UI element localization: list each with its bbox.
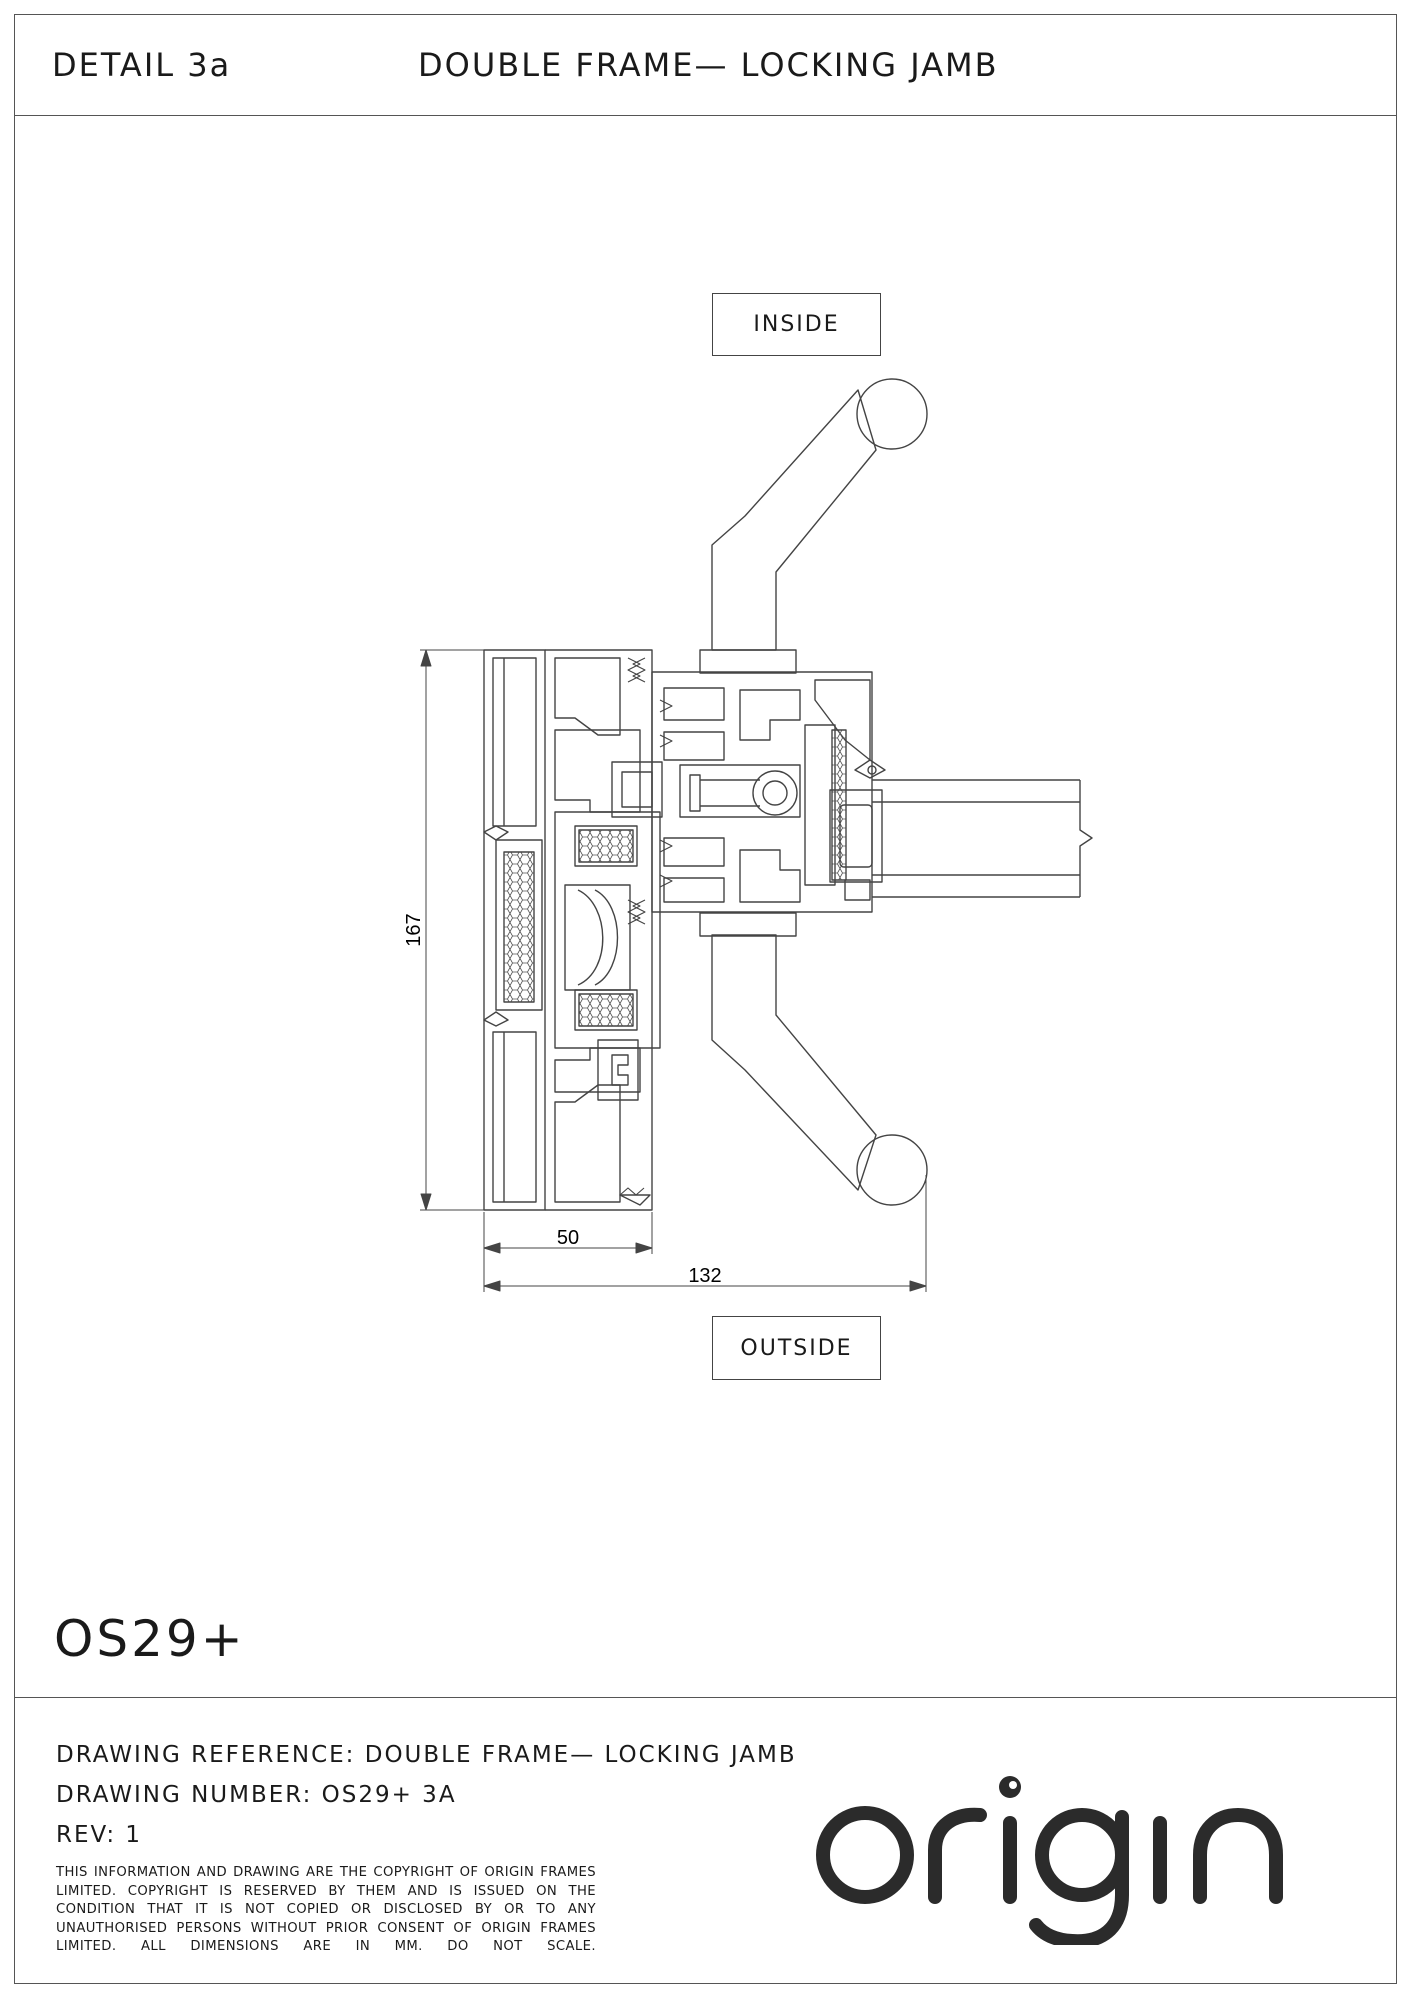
inside-label: INSIDE bbox=[712, 293, 881, 356]
outer-frame-profile bbox=[483, 649, 546, 1211]
lock-cylinder bbox=[611, 761, 801, 818]
detail-number: DETAIL 3a bbox=[52, 46, 232, 84]
thermal-insulation-block bbox=[495, 825, 638, 1031]
origin-logo bbox=[816, 1776, 1283, 1945]
outside-backplate bbox=[699, 912, 797, 937]
sash-profile bbox=[651, 671, 873, 913]
inner-frame-profile bbox=[545, 649, 653, 1211]
copyright-notice: THIS INFORMATION AND DRAWING ARE THE COP… bbox=[56, 1865, 596, 1954]
title-block-divider bbox=[14, 1697, 1397, 1698]
sheet-border bbox=[14, 14, 1397, 1984]
weather-seals bbox=[619, 657, 673, 1196]
revision: REV: 1 bbox=[56, 1822, 143, 1848]
outside-label: OUTSIDE bbox=[712, 1316, 881, 1380]
section-drawing: 167 50 132 bbox=[403, 378, 1093, 1292]
drawing-number: DRAWING NUMBER: OS29+ 3A bbox=[56, 1782, 457, 1808]
dimension-lines bbox=[420, 649, 927, 1292]
central-chamber bbox=[554, 811, 661, 1101]
drawing-title: DOUBLE FRAME— LOCKING JAMB bbox=[418, 46, 999, 84]
inside-backplate bbox=[699, 649, 797, 674]
outside-lever-handle bbox=[711, 934, 928, 1206]
frame-depth-dimension-label: 50 bbox=[557, 1227, 579, 1249]
height-dimension-label: 167 bbox=[403, 913, 425, 946]
header-divider bbox=[14, 115, 1397, 116]
inside-lever-handle bbox=[711, 378, 928, 651]
product-name: OS29+ bbox=[54, 1610, 246, 1668]
overall-depth-dimension-label: 132 bbox=[688, 1265, 721, 1287]
drawing-reference: DRAWING REFERENCE: DOUBLE FRAME— LOCKING… bbox=[56, 1742, 797, 1768]
glazing-unit bbox=[829, 759, 1093, 901]
